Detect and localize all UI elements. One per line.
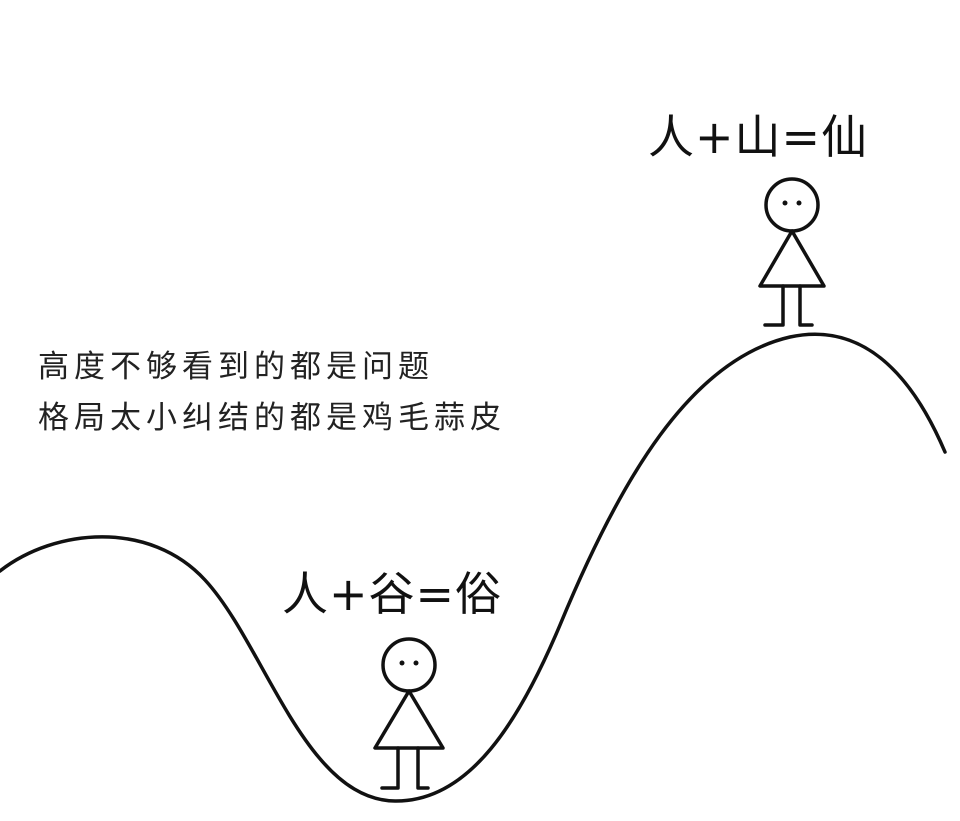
figure-eye [413,660,419,666]
figure-leg [380,746,400,790]
quote-line-2: 格局太小纠结的都是鸡毛蒜皮 [38,400,506,436]
figure-eye [796,200,802,206]
figure-eye [399,660,405,666]
figure-leg [798,284,814,327]
peak-equation: 人+山=仙 [648,110,869,164]
figure-eye [782,200,788,206]
valley-equation: 人+谷=俗 [282,567,503,621]
figure-leg [416,746,430,790]
figure-head [381,637,437,693]
quote-text: 高度不够看到的都是问题 格局太小纠结的都是鸡毛蒜皮 [38,342,506,444]
terrain-curve [0,332,947,803]
quote-line-1: 高度不够看到的都是问题 [38,349,434,385]
figure-body [758,229,826,288]
figure-leg [763,284,785,327]
stick-figure-peak [758,177,826,327]
figure-body [373,689,445,750]
figure-head [764,177,820,233]
stick-figure-valley [373,637,445,790]
